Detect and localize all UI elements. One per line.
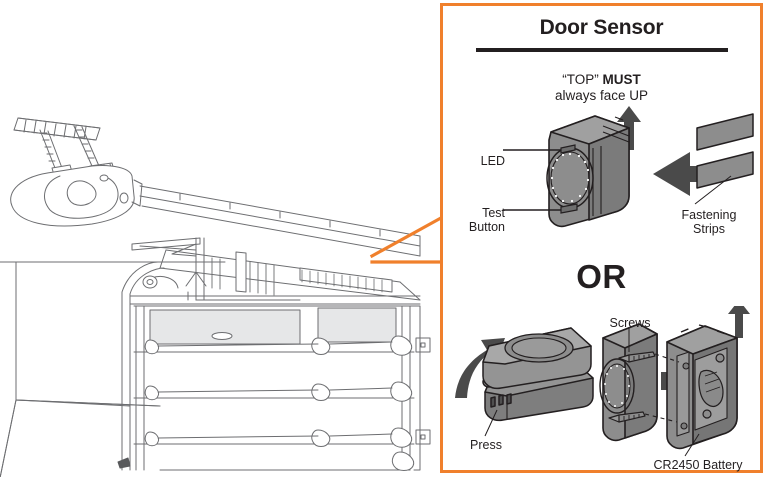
label-press: Press [470, 438, 502, 452]
door-sensor-panel: Door Sensor “TOP” MUST always face UP [440, 3, 763, 473]
label-fastening-strips: Fastening Strips [661, 208, 757, 236]
subtitle-must-text: MUST [602, 72, 641, 87]
subtitle-top-text: “TOP” [562, 72, 599, 87]
up-arrow-icon [728, 306, 750, 338]
panel-subtitle: “TOP” MUST always face UP [443, 72, 760, 104]
test-button-line2: Button [468, 220, 505, 234]
fastening-line2: Strips [693, 222, 725, 236]
fastening-leader-line [694, 175, 732, 205]
left-arrow-icon [653, 152, 715, 196]
garage-scene [0, 117, 460, 477]
title-divider [476, 48, 728, 52]
battery-leader-line [684, 433, 700, 457]
test-button-line1: Test [482, 206, 505, 220]
press-leader-line [484, 409, 498, 437]
curved-up-arrow-icon [455, 338, 505, 398]
lower-diagram [455, 306, 750, 457]
panel-title: Door Sensor [539, 16, 664, 39]
label-led: LED [480, 154, 505, 168]
label-screws: Screws [609, 316, 651, 330]
upper-diagram [503, 106, 754, 228]
fastening-line1: Fastening [681, 208, 737, 222]
or-divider-label: OR [576, 258, 627, 295]
label-battery: CR2450 Battery [653, 458, 743, 472]
subtitle-second-line: always face UP [554, 88, 649, 103]
label-test-button: Test Button [443, 206, 505, 234]
